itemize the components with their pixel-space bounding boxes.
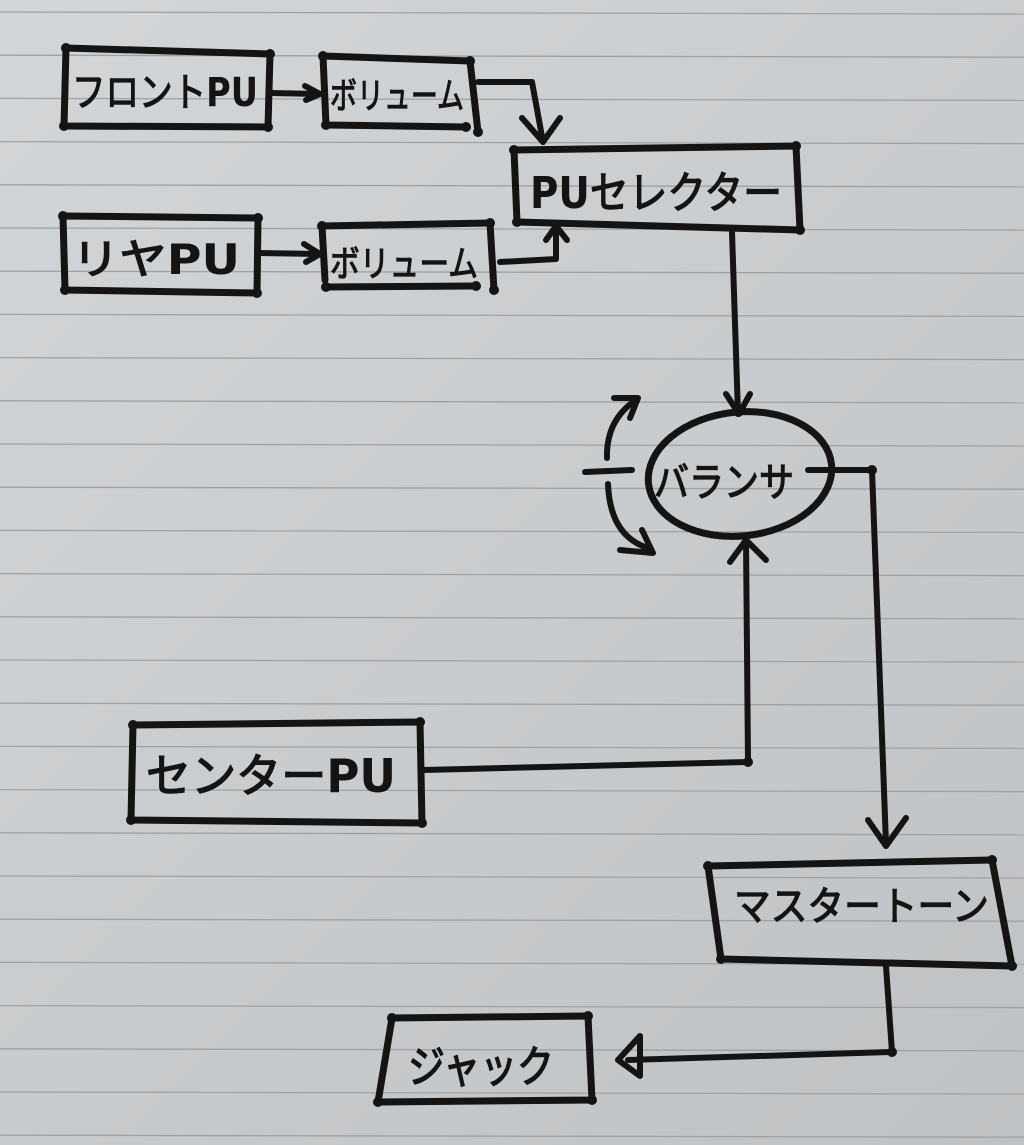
ink-dot — [791, 141, 801, 151]
node-pu-selector: PUセレクター — [510, 142, 804, 234]
rear-volume-label: ボリューム — [330, 244, 478, 285]
ruled-line — [0, 140, 1024, 145]
jack-label: ジャック — [408, 1042, 554, 1093]
ink-dot — [987, 855, 997, 865]
ink-dot — [743, 757, 753, 767]
edge-front-pu-to-volume — [267, 83, 323, 103]
ruled-line — [0, 1134, 1024, 1138]
ruled-line — [0, 788, 1024, 793]
ruled-line — [0, 1004, 1024, 1009]
node-center-pu: センターPU — [127, 718, 426, 827]
node-rear-volume: ボリューム — [318, 219, 498, 294]
front-volume-label: ボリューム — [330, 76, 464, 117]
ink-dot — [373, 1097, 383, 1107]
ink-dot — [1007, 961, 1017, 971]
ruled-line — [0, 11, 1024, 15]
front-pu-label: フロントPU — [72, 70, 258, 116]
ink-dot — [59, 121, 69, 131]
balancer-label: バランサ — [654, 460, 794, 506]
ink-dot — [716, 954, 726, 964]
master-tone-label: マスタートーン — [734, 884, 989, 930]
ruled-lines — [0, 11, 1024, 1138]
ruled-line — [0, 745, 1024, 750]
ink-dot — [489, 285, 499, 295]
ink-dot — [321, 282, 331, 292]
edge-rear-volume-to-selector — [497, 223, 570, 265]
ink-dot — [415, 717, 425, 727]
rotation-arrow-icon — [582, 395, 656, 556]
node-jack: ジャック — [374, 1012, 596, 1106]
rear-pu-label: リヤPU — [72, 235, 240, 284]
edge-rear-pu-to-volume — [255, 241, 323, 265]
ruled-line — [0, 313, 1024, 318]
ruled-line — [0, 572, 1024, 577]
node-front-volume: ボリューム — [319, 52, 482, 136]
ink-dot — [509, 145, 519, 155]
ink-dot — [126, 815, 136, 825]
node-master-tone: マスタートーン — [704, 856, 1016, 970]
ink-dot — [318, 51, 328, 61]
ink-dot — [465, 56, 475, 66]
ink-dot — [317, 221, 327, 231]
ink-dot — [321, 120, 331, 130]
ink-dot — [265, 49, 275, 59]
ink-dot — [417, 818, 427, 828]
edge-balancer-to-master-tone — [805, 467, 909, 849]
ink-dot — [471, 281, 481, 291]
ruled-line — [0, 832, 1024, 836]
ruled-line — [0, 356, 1024, 361]
ruled-line — [0, 616, 1024, 620]
pu-selector-label: PUセレクター — [530, 168, 782, 219]
ruled-line — [0, 529, 1024, 534]
ruled-line — [0, 443, 1024, 447]
ruled-line — [0, 227, 1024, 231]
ink-dot — [61, 43, 71, 53]
ruled-line — [0, 400, 1024, 404]
ink-dot — [128, 720, 138, 730]
node-front-pu: フロントPU — [60, 44, 274, 131]
ink-dot — [461, 122, 471, 132]
ink-dot — [263, 122, 273, 132]
ruled-line — [0, 1091, 1024, 1095]
ruled-line — [0, 97, 1024, 102]
ink-dot — [485, 218, 495, 228]
ink-dot — [253, 213, 263, 223]
ink-dot — [887, 1047, 897, 1057]
ink-dot — [867, 465, 877, 475]
ink-dot — [387, 1013, 397, 1023]
node-balancer: バランサ — [644, 408, 836, 540]
ink-dot — [473, 127, 483, 137]
ink-dot — [58, 211, 68, 221]
ink-dot — [583, 1011, 593, 1021]
ink-dot — [703, 861, 713, 871]
edge-front-volume-to-selector — [475, 79, 563, 145]
ruled-line — [0, 270, 1024, 274]
center-pu-label: センターPU — [146, 749, 396, 803]
ink-dot — [512, 217, 522, 227]
ruled-line — [0, 875, 1024, 879]
ink-dot — [795, 225, 805, 235]
ruled-line — [0, 659, 1024, 663]
ruled-line — [0, 54, 1024, 58]
ink-dot — [60, 285, 70, 295]
ruled-line — [0, 702, 1024, 706]
ruled-line — [0, 918, 1024, 922]
edge-selector-to-balancer — [723, 229, 753, 417]
ruled-line — [0, 486, 1024, 490]
ink-dot — [587, 1095, 597, 1105]
edge-master-tone-to-jack — [615, 963, 895, 1079]
ink-dot — [252, 288, 262, 298]
ink-dots — [58, 43, 1017, 1107]
